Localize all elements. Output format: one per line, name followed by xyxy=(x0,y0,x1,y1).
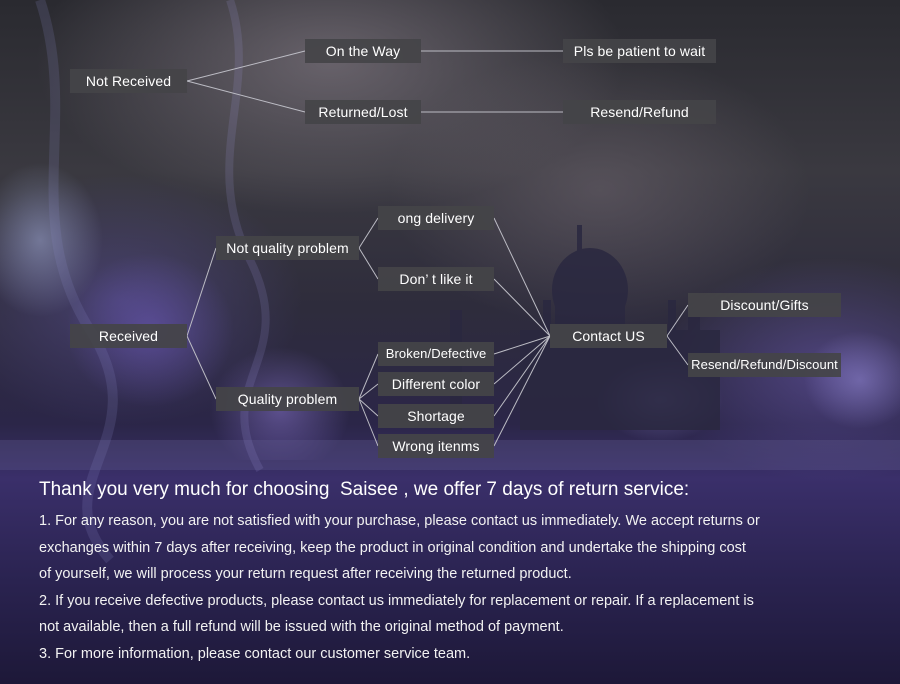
connector-quality-broken xyxy=(358,353,379,400)
return-policy-line: exchanges within 7 days after receiving,… xyxy=(39,539,746,556)
node-shortage: Shortage xyxy=(378,404,494,428)
return-policy-line: 3. For more information, please contact … xyxy=(39,645,471,662)
node-not-quality-problem: Not quality problem xyxy=(216,236,359,260)
connector-received-quality xyxy=(186,335,217,400)
connector-long-delivery-contact xyxy=(493,217,551,337)
node-resend-refund-discount: Resend/Refund/Discount xyxy=(688,353,841,377)
node-dont-like: Don’ t like it xyxy=(378,267,494,291)
return-policy-line: not available, then a full refund will b… xyxy=(39,619,564,635)
node-resend-refund: Resend/Refund xyxy=(563,100,716,124)
return-policy-line: 2. If you receive defective products, pl… xyxy=(39,592,754,609)
connector-not-quality-long-delivery xyxy=(358,217,379,249)
connector-contact-resend-refund-discount xyxy=(666,335,689,366)
node-not-received: Not Received xyxy=(70,69,187,93)
connector-quality-different-color xyxy=(358,383,379,400)
node-wrong-items: Wrong itenms xyxy=(378,434,494,458)
return-policy-line: 1. For any reason, you are not satisfied… xyxy=(39,513,760,529)
connector-shortage-contact xyxy=(493,335,551,417)
connector-broken-contact xyxy=(493,335,551,355)
return-policy-heading: Thank you very much for choosing Saisee … xyxy=(39,479,690,500)
node-discount-gifts: Discount/Gifts xyxy=(688,293,841,317)
node-broken-defective: Broken/Defective xyxy=(378,342,494,366)
connector-not-received-on-the-way xyxy=(186,50,306,82)
connector-received-not-quality xyxy=(186,247,217,337)
node-contact-us: Contact US xyxy=(550,324,667,348)
return-policy-line: of yourself, we will process your return… xyxy=(39,566,572,582)
connector-different-color-contact xyxy=(493,335,551,385)
connector-wrong-items-contact xyxy=(493,335,551,447)
connector-dont-like-contact xyxy=(493,278,551,337)
return-policy-text: Thank you very much for choosing Saisee … xyxy=(39,476,884,667)
node-returned-lost: Returned/Lost xyxy=(305,100,421,124)
node-long-delivery: ong delivery xyxy=(378,206,494,230)
connector-not-quality-dont-like xyxy=(358,247,379,280)
connector-not-received-returned-lost xyxy=(186,80,306,113)
node-different-color: Different color xyxy=(378,372,494,396)
connector-quality-shortage xyxy=(358,398,379,417)
connector-quality-wrong-items xyxy=(358,398,379,447)
node-on-the-way: On the Way xyxy=(305,39,421,63)
node-be-patient: Pls be patient to wait xyxy=(563,39,716,63)
node-received: Received xyxy=(70,324,187,348)
connector-contact-discount xyxy=(666,304,689,337)
node-quality-problem: Quality problem xyxy=(216,387,359,411)
